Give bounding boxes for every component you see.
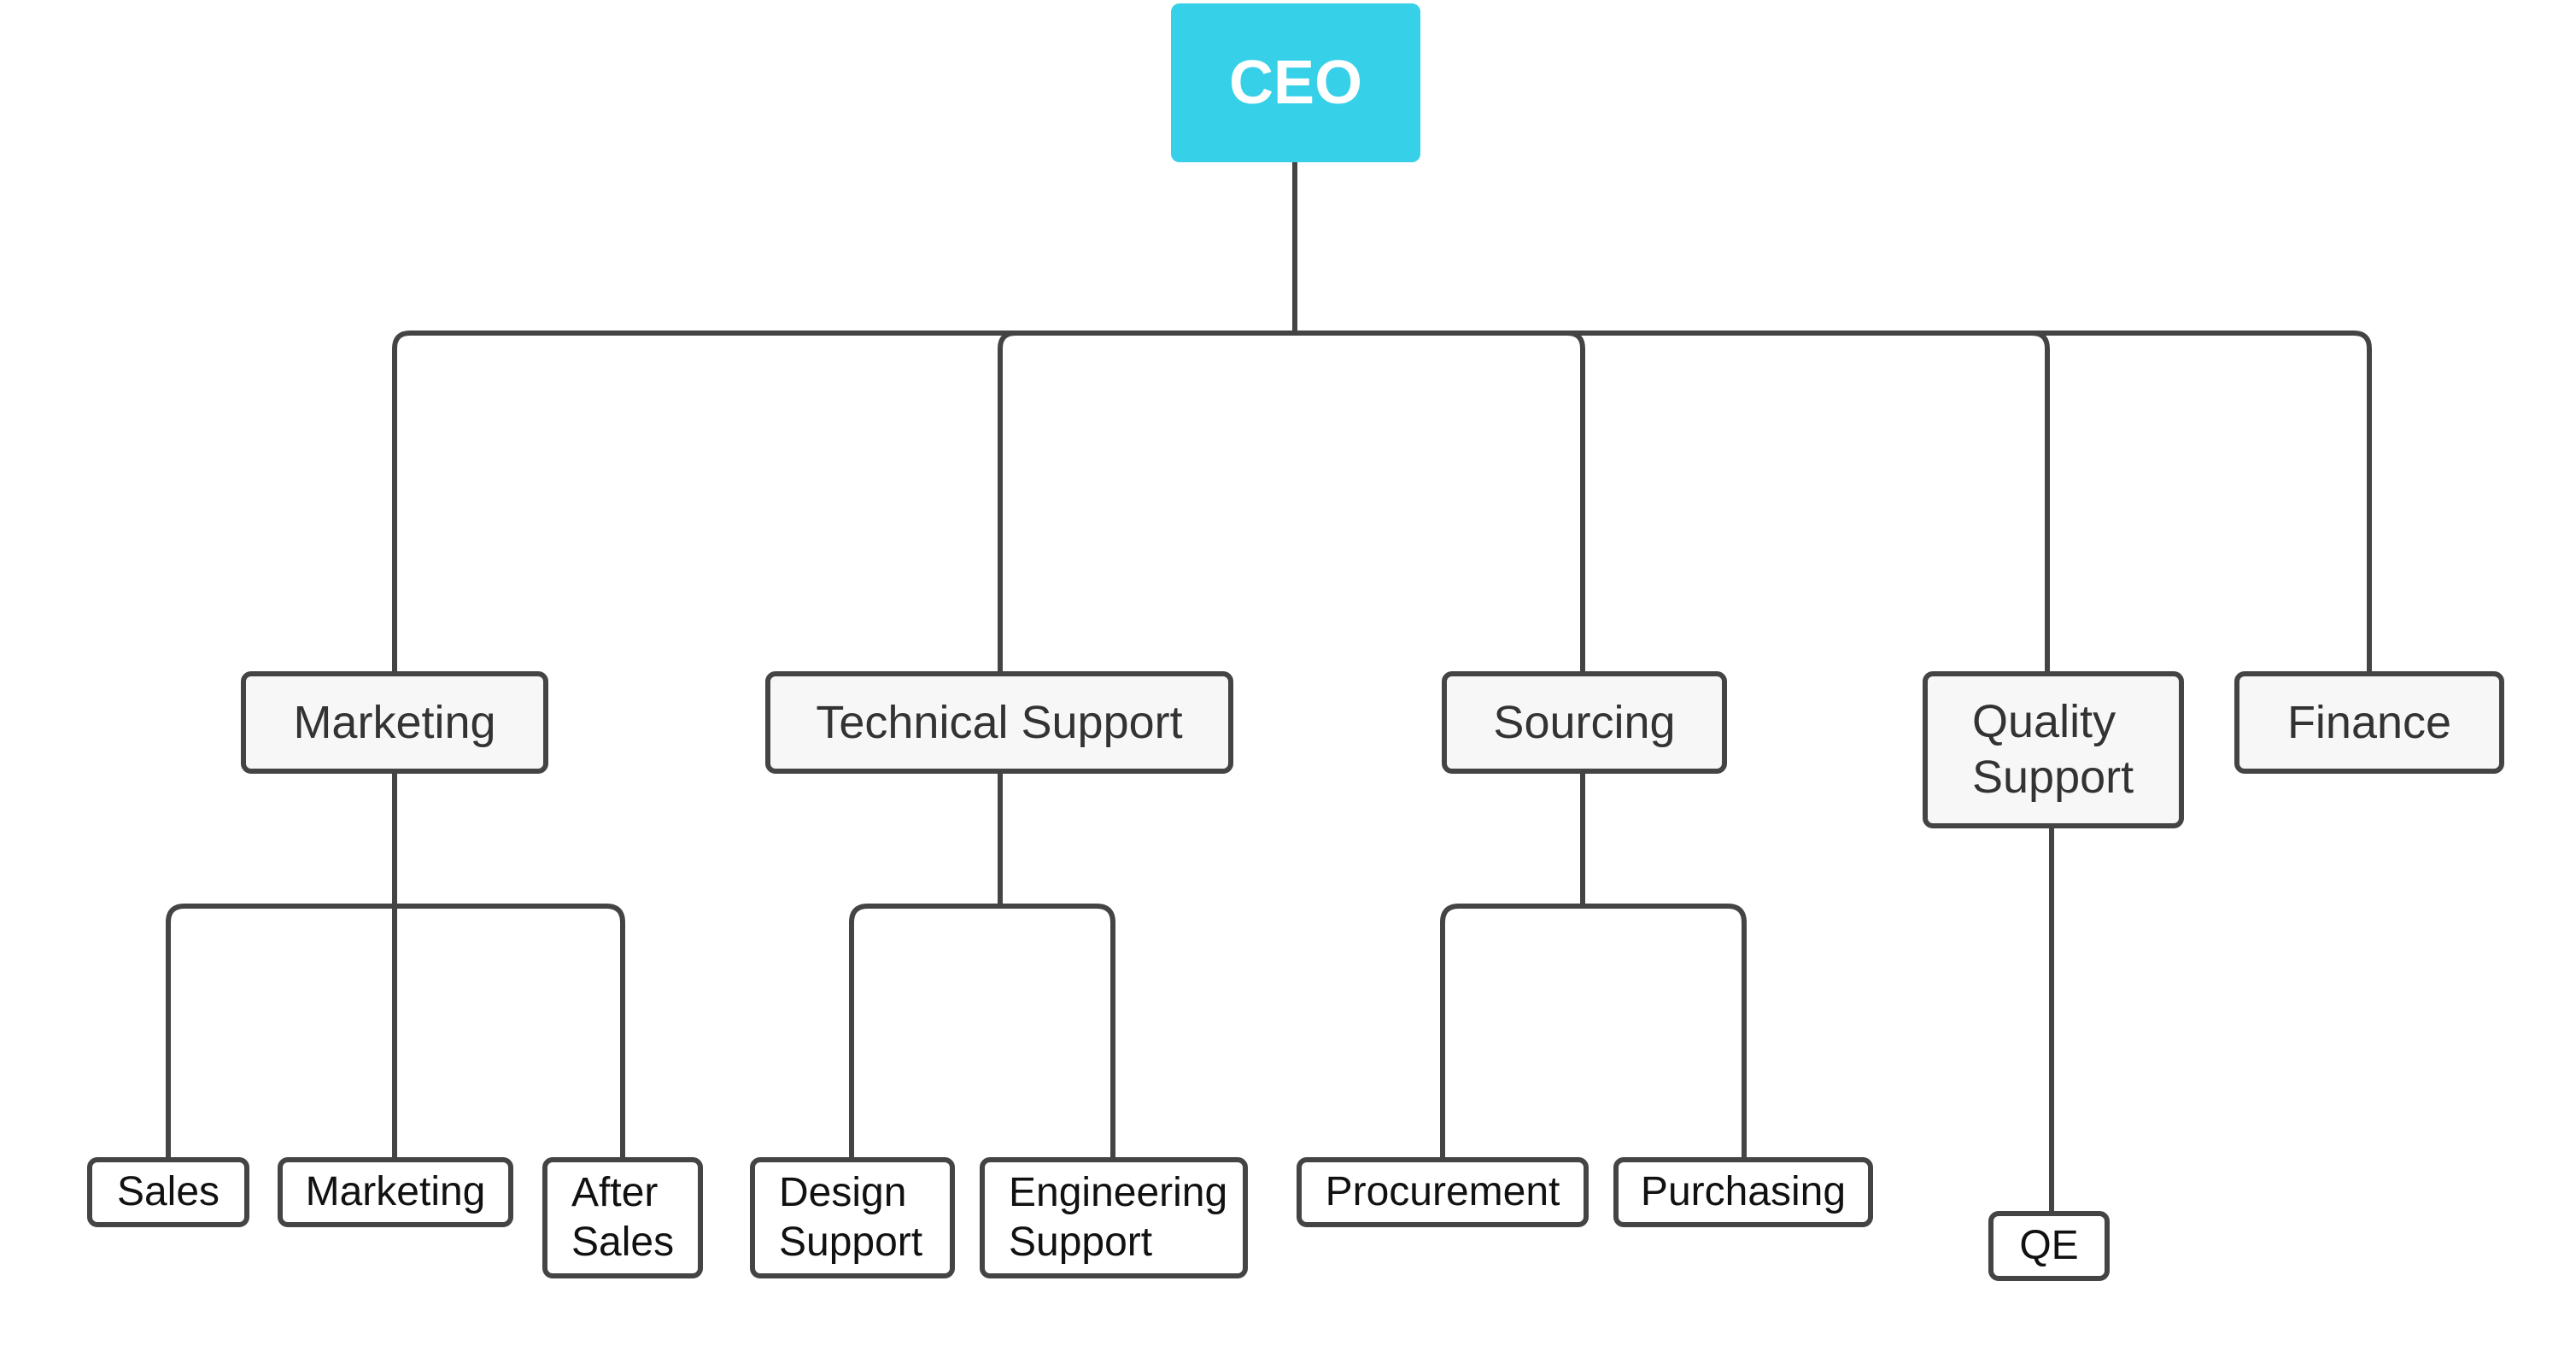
- node-purchasing: Purchasing: [1613, 1157, 1873, 1227]
- node-sourcing: Sourcing: [1442, 671, 1727, 774]
- node-after-sales: After Sales: [542, 1157, 703, 1278]
- node-procurement: Procurement: [1297, 1157, 1589, 1227]
- node-qe: QE: [1988, 1211, 2110, 1281]
- connector-technical-bus: [849, 904, 1115, 1158]
- node-finance: Finance: [2234, 671, 2504, 774]
- connector-sourcing-bus: [1440, 904, 1747, 1158]
- connector-marketing-bus: [166, 904, 625, 1158]
- node-technical-support: Technical Support: [765, 671, 1233, 774]
- node-ceo: CEO: [1171, 3, 1420, 162]
- node-quality-support: Quality Support: [1923, 671, 2184, 828]
- node-marketing-sub: Marketing: [278, 1157, 513, 1227]
- node-marketing: Marketing: [241, 671, 548, 774]
- node-design-support: Design Support: [750, 1157, 955, 1278]
- node-sales: Sales: [87, 1157, 249, 1227]
- connector-top-bus: [392, 331, 2372, 673]
- node-engineering-support: Engineering Support: [980, 1157, 1248, 1278]
- connector-technical-support: [998, 331, 1585, 673]
- connector-quality-support: [2031, 331, 2050, 673]
